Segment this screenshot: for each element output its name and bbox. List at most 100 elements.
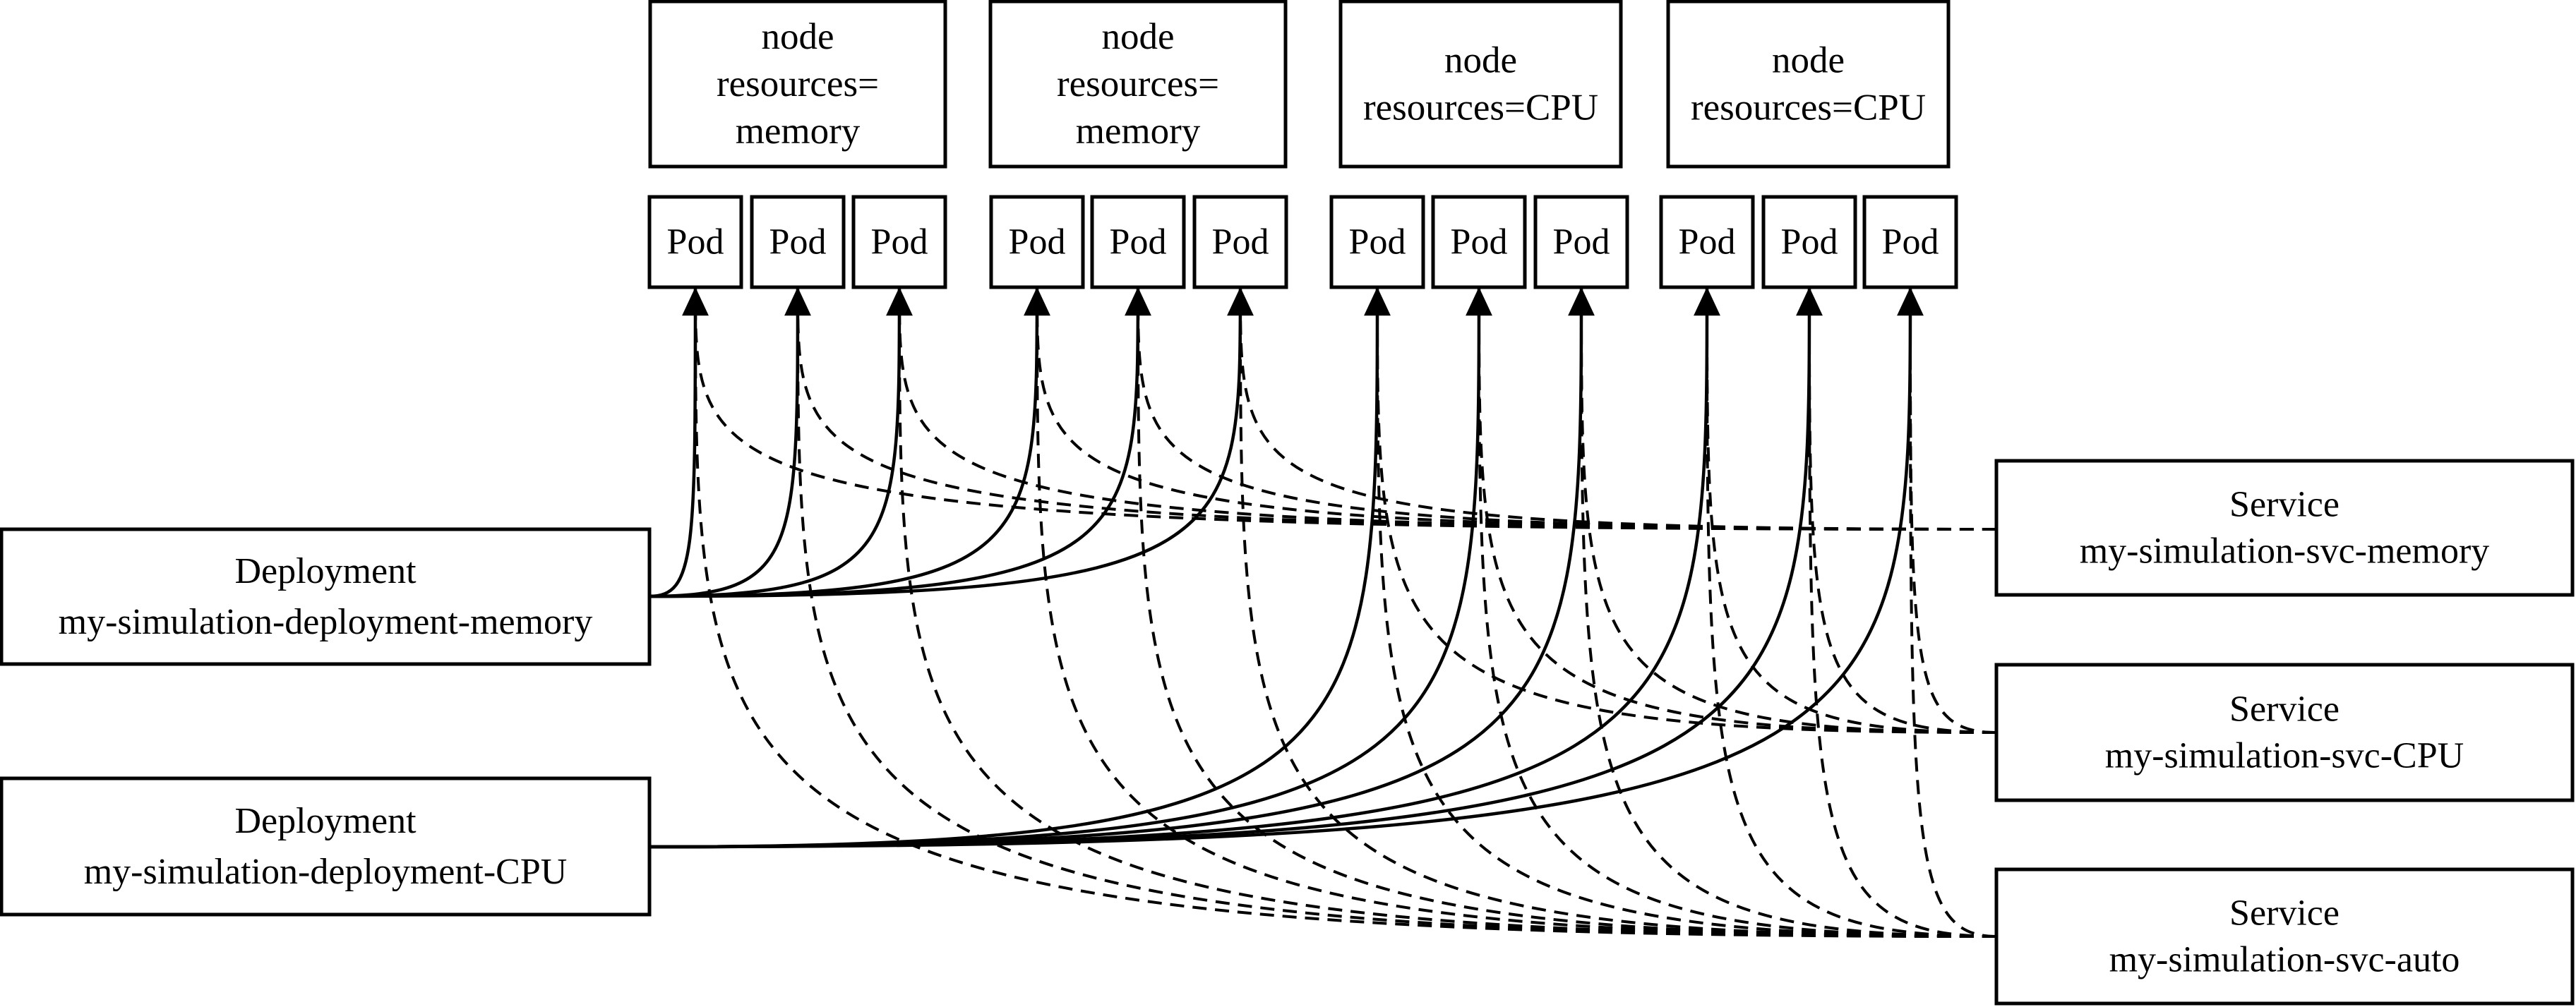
deployment-1-to-pod-1-arrow [649,287,709,598]
deployment-2-to-pod-12-arrow [649,287,1924,849]
deployment-2-to-pod-11-arrow [649,287,1823,849]
deployment-1-to-pod-6-arrow [649,287,1254,598]
pod-box-frame [1329,195,1425,289]
deployment-2-to-pod-9-arrow [649,287,1595,849]
pod-label: Pod [1553,222,1610,263]
pod-box-1: Pod [647,195,743,289]
node-label-line-2: resources=CPU [1691,88,1926,128]
pod-box-frame [1192,195,1288,289]
deployment-label-line-2: my-simulation-deployment-memory [59,602,593,642]
deployment-box-frame [0,527,652,666]
pod-box-frame [1090,195,1186,289]
pod-box-6: Pod [1192,195,1288,289]
service-3-to-pod-3-link [898,288,1997,938]
service-label-line-2: my-simulation-svc-CPU [2105,736,2464,776]
node-box-2: node resources= memory [988,0,1288,169]
node-label-line-2: resources= [717,64,879,104]
pod-label: Pod [1679,222,1736,263]
service-box-frame [1994,663,2575,802]
pod-box-frame [1431,195,1527,289]
service-label-line-2: my-simulation-svc-auto [2109,940,2460,980]
pod-box-frame [851,195,947,289]
service-3-to-pod-1-link [694,288,1997,938]
pod-label: Pod [1781,222,1838,263]
node-label-line-1: node [761,16,834,57]
deployment-box-1: Deployment my-simulation-deployment-memor… [0,527,652,666]
pod-box-frame [989,195,1085,289]
pod-box-3: Pod [851,195,947,289]
service-2-to-pod-9-link [1580,288,1997,734]
service-label-line-1: Service [2229,689,2340,730]
pod-box-frame [1761,195,1857,289]
service-3-to-pod-4-link [1036,288,1997,938]
service-3-to-pod-10-link [1706,288,1997,938]
pod-box-5: Pod [1090,195,1186,289]
service-3-to-pod-11-link [1808,288,1997,938]
pod-label: Pod [1349,222,1406,263]
pod-box-frame [1659,195,1755,289]
pod-label: Pod [1009,222,1066,263]
service-1-to-pod-6-link [1239,288,1997,531]
deployment-1-to-pod-2-arrow [649,287,811,598]
service-3-to-pod-8-link [1478,288,1997,938]
deployment-1-to-pod-5-arrow [649,287,1151,598]
service-box-3: Service my-simulation-svc-auto [1994,867,2575,1006]
pod-label: Pod [769,222,827,263]
deployment-box-2: Deployment my-simulation-deployment-CPU [0,776,652,917]
node-label-line-2: resources=CPU [1363,88,1598,128]
pod-label: Pod [871,222,928,263]
pod-label: Pod [1110,222,1167,263]
pod-box-frame [647,195,743,289]
deployment-label-line-2: my-simulation-deployment-CPU [84,852,568,892]
service-1-to-pod-4-link [1036,288,1997,531]
pod-box-9: Pod [1533,195,1629,289]
pod-label: Pod [1212,222,1269,263]
service-3-to-pod-9-link [1580,288,1997,938]
pod-box-10: Pod [1659,195,1755,289]
deployment-1-to-pod-3-arrow [649,287,913,598]
service-2-to-pod-10-link [1706,288,1997,734]
service-2-to-pod-8-link [1478,288,1997,734]
service-3-to-pod-5-link [1137,288,1997,938]
pod-label: Pod [1451,222,1508,263]
node-box-frame [1338,0,1623,169]
service-3-to-pod-6-link [1239,288,1997,938]
node-label-line-3: memory [1076,111,1201,152]
pod-box-frame [750,195,846,289]
node-label-line-3: memory [736,111,861,152]
service-edges [694,288,1997,938]
pod-box-8: Pod [1431,195,1527,289]
node-label-line-1: node [1101,16,1174,57]
node-box-frame [988,0,1288,169]
node-label-line-1: node [1444,40,1517,81]
pod-box-4: Pod [989,195,1085,289]
service-3-to-pod-2-link [796,288,1997,938]
pod-box-7: Pod [1329,195,1425,289]
node-box-frame [648,0,947,169]
service-box-frame [1994,459,2575,597]
node-box-frame [1666,0,1951,169]
pod-box-frame [1862,195,1958,289]
node-box-3: node resources=CPU [1338,0,1623,169]
node-label-line-1: node [1772,40,1845,81]
pod-label: Pod [667,222,724,263]
deployment-box-frame [0,776,652,917]
pod-box-2: Pod [750,195,846,289]
service-label-line-2: my-simulation-svc-memory [2080,531,2490,572]
deployment-label-line-1: Deployment [234,551,417,591]
pod-box-11: Pod [1761,195,1857,289]
deployment-label-line-1: Deployment [234,801,417,841]
service-2-to-pod-12-link [1909,288,1997,734]
deployment-2-to-pod-7-arrow [649,287,1391,849]
service-2-to-pod-7-link [1376,288,1997,734]
node-label-line-2: resources= [1057,64,1219,104]
service-1-to-pod-1-link [694,288,1997,531]
service-1-to-pod-2-link [796,288,1997,531]
service-3-to-pod-12-link [1909,288,1997,938]
deployment-edges [649,287,1924,849]
service-label-line-1: Service [2229,893,2340,934]
pod-label: Pod [1882,222,1939,263]
